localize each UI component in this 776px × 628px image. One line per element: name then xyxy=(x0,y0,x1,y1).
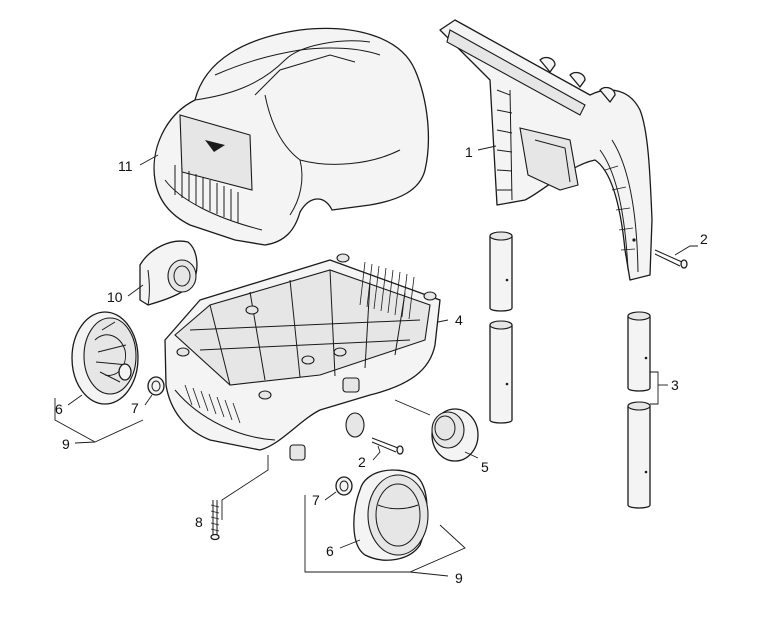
callout-5: 5 xyxy=(481,459,489,475)
callout-7-right: 7 xyxy=(312,492,320,508)
tube-left-lower xyxy=(489,320,513,424)
callout-6-left: 6 xyxy=(55,401,63,417)
frame-left-ribs xyxy=(496,89,513,201)
rear-frame-part-1 xyxy=(439,19,653,281)
screw-part-2-lower xyxy=(371,437,404,455)
callout-11: 11 xyxy=(118,158,133,174)
callout-6-right: 6 xyxy=(326,543,334,559)
callout-3: 3 xyxy=(671,377,679,393)
callout-labels: 11 1 2 10 4 3 6 7 9 2 5 7 8 6 9 xyxy=(55,144,708,586)
leader-lines xyxy=(54,145,698,577)
chassis-front-slots xyxy=(184,384,241,424)
callout-8: 8 xyxy=(195,514,203,530)
wheel-left-part-6 xyxy=(71,311,139,405)
callout-2-upper: 2 xyxy=(700,231,708,247)
callout-4: 4 xyxy=(455,312,463,328)
tube-right-upper xyxy=(627,311,651,392)
callout-2-lower: 2 xyxy=(358,454,366,470)
axle-nut-part-7-left xyxy=(147,376,165,396)
callout-1: 1 xyxy=(465,144,473,160)
hood-vent-slots xyxy=(174,165,239,223)
bolt-part-8 xyxy=(210,500,220,541)
tube-left-upper xyxy=(489,231,513,312)
callout-10: 10 xyxy=(107,289,123,305)
axle-nut-part-7-right xyxy=(335,476,353,496)
callout-7-left: 7 xyxy=(131,400,139,416)
tube-right-lower xyxy=(627,401,651,509)
callout-9-right: 9 xyxy=(455,570,463,586)
tube-set-part-3 xyxy=(489,231,651,509)
frame-right-ribs xyxy=(599,139,639,273)
hood-cover-part-11 xyxy=(153,27,430,246)
hose-guide-part-10 xyxy=(139,240,198,306)
hub-cap-part-5 xyxy=(431,408,479,462)
chassis-right-grille xyxy=(359,261,415,320)
wheel-right-part-6 xyxy=(353,469,429,561)
callout-9-left: 9 xyxy=(62,436,70,452)
screw-part-2-upper xyxy=(654,249,688,269)
base-chassis-part-4 xyxy=(164,253,441,461)
